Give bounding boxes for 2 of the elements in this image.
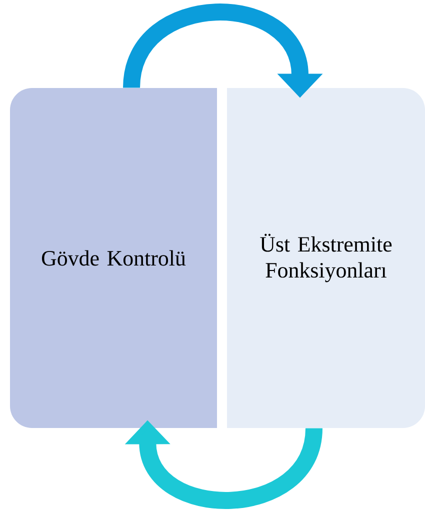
process-box: Gövde Kontrolü <box>10 88 217 428</box>
process-box: Üst Ekstremite Fonksiyonları <box>227 88 425 428</box>
